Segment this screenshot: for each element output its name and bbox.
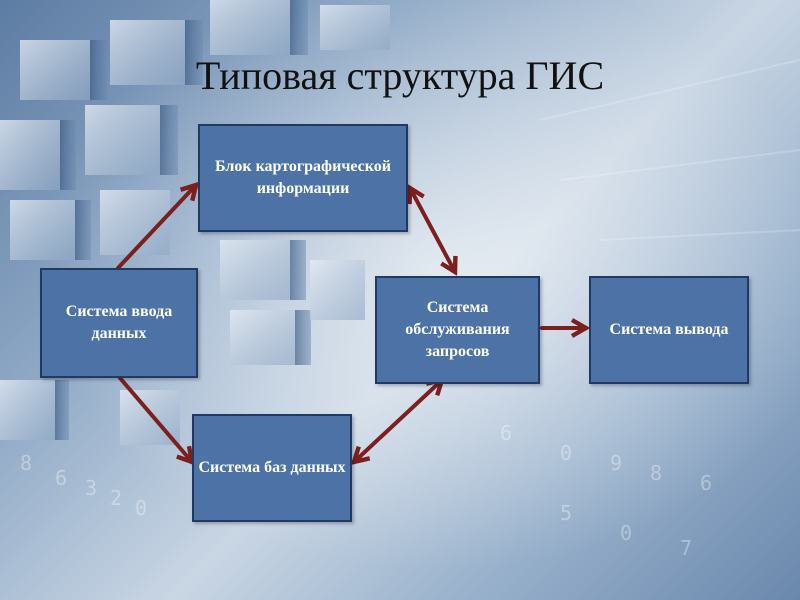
arrow-block-query — [410, 188, 455, 272]
svg-text:6: 6 — [700, 471, 712, 495]
arrow-db-query — [354, 380, 442, 462]
svg-text:2: 2 — [110, 486, 122, 510]
svg-text:8: 8 — [650, 461, 662, 485]
svg-text:7: 7 — [680, 536, 692, 560]
svg-text:3: 3 — [85, 476, 97, 500]
svg-text:0: 0 — [135, 496, 147, 520]
svg-text:8: 8 — [20, 451, 32, 475]
svg-text:6: 6 — [55, 466, 67, 490]
node-cartographic-block: Блок картографической информации — [198, 124, 408, 232]
svg-text:6: 6 — [500, 421, 512, 445]
node-query-service: Система обслуживания запросов — [375, 276, 540, 384]
svg-text:0: 0 — [560, 441, 572, 465]
node-output: Система вывода — [589, 276, 749, 384]
svg-text:5: 5 — [560, 501, 572, 525]
svg-text:9: 9 — [610, 451, 622, 475]
slide-title: Типовая структура ГИС — [195, 53, 605, 98]
arrow-input-to-db — [118, 376, 192, 462]
node-databases: Система баз данных — [192, 414, 352, 522]
node-data-input: Система ввода данных — [40, 268, 198, 378]
svg-text:0: 0 — [620, 521, 632, 545]
arrow-input-to-block — [116, 185, 196, 270]
